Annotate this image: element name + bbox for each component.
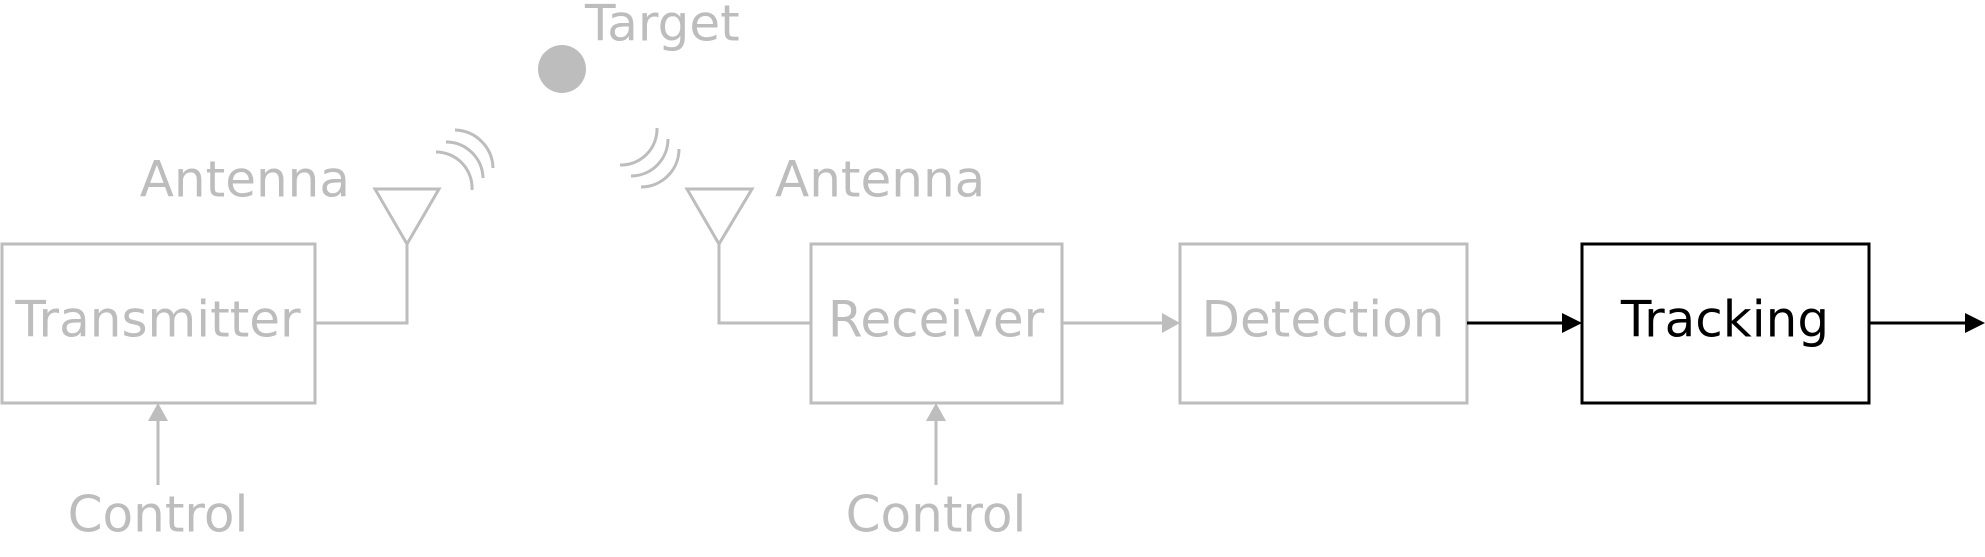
antenna-icon — [684, 187, 755, 247]
tx-antenna-label: Antenna — [140, 151, 350, 209]
signal-waves-icon — [619, 127, 681, 189]
signal-waves-icon — [435, 128, 495, 191]
antenna-receiver-feed — [717, 244, 811, 325]
transmitter-antenna-feed — [315, 244, 409, 325]
arrowhead-icon — [1965, 313, 1985, 333]
rx-antenna-label: Antenna — [775, 151, 985, 209]
target-dot-icon — [538, 45, 586, 93]
arrowhead-icon — [148, 403, 168, 421]
transmitter-label: Transmitter — [14, 291, 301, 349]
transmitter-control-label: Control — [68, 486, 249, 544]
receiver-label: Receiver — [828, 291, 1045, 349]
target-label: Target — [584, 0, 740, 53]
detection-label: Detection — [1202, 291, 1445, 349]
arrowhead-icon — [1562, 313, 1582, 333]
tracking-label: Tracking — [1620, 291, 1829, 349]
arrowhead-icon — [926, 403, 946, 421]
antenna-icon — [372, 187, 442, 247]
arrowhead-icon — [1162, 313, 1180, 333]
receiver-control-label: Control — [846, 486, 1027, 544]
